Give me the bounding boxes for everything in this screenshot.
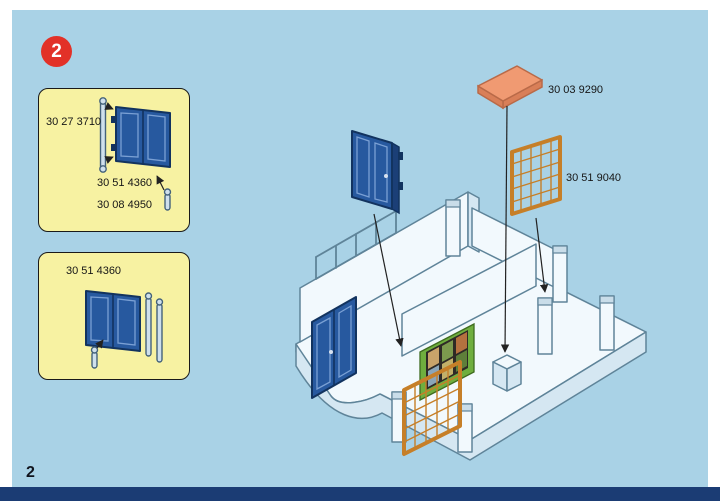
- part-number-label: 30 51 9040: [566, 172, 622, 184]
- page-number: 2: [26, 464, 35, 481]
- footer-bar: [0, 487, 720, 501]
- part-number-label: 30 03 9290: [548, 84, 604, 96]
- part-number-label: 30 51 4360: [66, 265, 122, 277]
- page-background: [12, 10, 708, 487]
- part-number-label: 30 51 4360: [97, 177, 153, 189]
- part-number-label: 30 08 4950: [97, 199, 153, 211]
- part-number-label: 30 27 3710: [46, 116, 102, 128]
- step-number: 2: [51, 40, 62, 62]
- step-badge: 2: [41, 36, 72, 67]
